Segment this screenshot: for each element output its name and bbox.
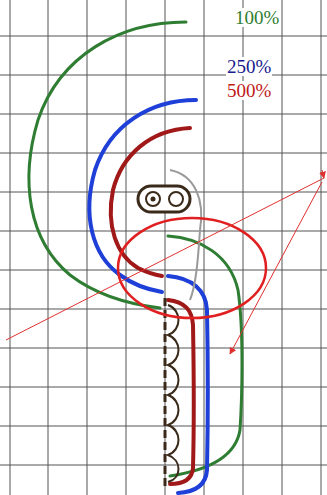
isodose-100 — [29, 22, 242, 476]
pointer-lines — [6, 170, 324, 354]
dose-level-label: 500% — [226, 81, 272, 100]
region-circle — [118, 218, 266, 318]
dose-level-label: 100% — [234, 8, 280, 27]
seed-chain — [165, 298, 179, 488]
isodose-250 — [89, 100, 207, 493]
source-device — [138, 186, 190, 212]
isodose-500 — [111, 128, 194, 484]
dose-level-label: 250% — [226, 57, 272, 76]
